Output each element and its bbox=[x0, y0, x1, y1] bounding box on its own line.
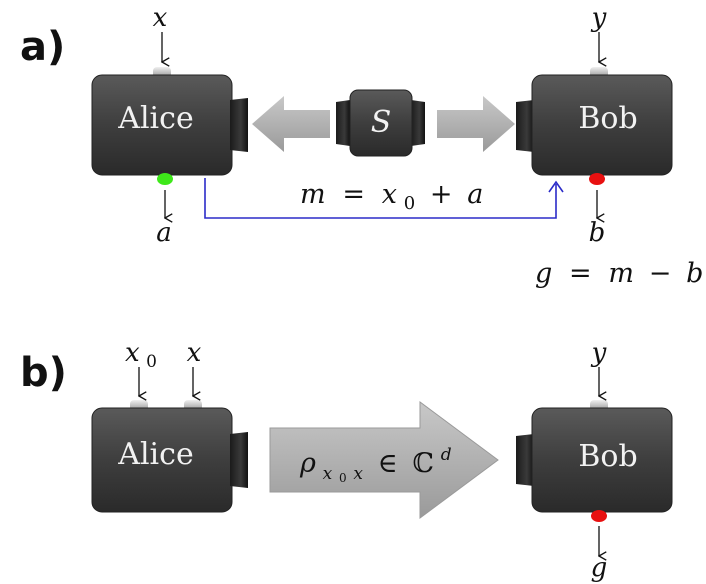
guess-equation: g = m − b bbox=[535, 258, 703, 289]
panel-b-label: b) bbox=[20, 350, 67, 396]
bob-box-b: Bob bbox=[516, 400, 673, 522]
source-label: S bbox=[371, 105, 392, 140]
bob-label: Bob bbox=[578, 101, 637, 136]
message-line bbox=[204, 178, 557, 219]
alice-output-led bbox=[157, 173, 173, 185]
panel-a: a) Alice x a S B bbox=[20, 3, 703, 289]
source-box: S bbox=[336, 89, 425, 157]
panel-b: b) Alice x 0 x ρ x 0 x ∈ ℂ d bbox=[20, 338, 673, 583]
alice-label-b: Alice bbox=[117, 437, 193, 472]
source-lens-left bbox=[336, 100, 350, 146]
bob-input-y-b: y bbox=[591, 338, 607, 368]
source-body bbox=[349, 89, 413, 157]
panel-a-label: a) bbox=[20, 24, 65, 70]
bob-output-b: b bbox=[589, 218, 606, 248]
alice-input-x-b: x bbox=[187, 338, 202, 368]
alice-lens-b bbox=[230, 432, 248, 488]
arrow-source-to-alice bbox=[252, 96, 330, 152]
alice-label: Alice bbox=[117, 101, 193, 136]
alice-box-b: Alice bbox=[91, 400, 248, 513]
state-arrow bbox=[269, 401, 499, 519]
arrow-source-to-bob bbox=[437, 96, 515, 152]
bob-output-led bbox=[589, 173, 605, 185]
alice-input-x: x bbox=[153, 3, 168, 33]
bob-input-y: y bbox=[591, 3, 607, 33]
state-expression: ρ x 0 x ∈ ℂ d bbox=[299, 445, 452, 488]
bob-lens bbox=[516, 100, 534, 152]
bob-label-b: Bob bbox=[578, 439, 637, 474]
bob-box-a: Bob bbox=[516, 67, 673, 185]
message-arrowhead bbox=[548, 180, 564, 193]
bob-output-g: g bbox=[591, 553, 608, 583]
alice-output-a: a bbox=[156, 218, 172, 248]
bob-output-led-b bbox=[591, 510, 607, 522]
bob-lens-b bbox=[516, 434, 534, 486]
message-equation: m = x 0 + a bbox=[300, 179, 483, 215]
alice-box-a: Alice bbox=[91, 67, 248, 185]
source-lens-right bbox=[411, 100, 425, 146]
alice-lens bbox=[230, 98, 248, 152]
alice-input-x0: x 0 bbox=[125, 338, 157, 372]
